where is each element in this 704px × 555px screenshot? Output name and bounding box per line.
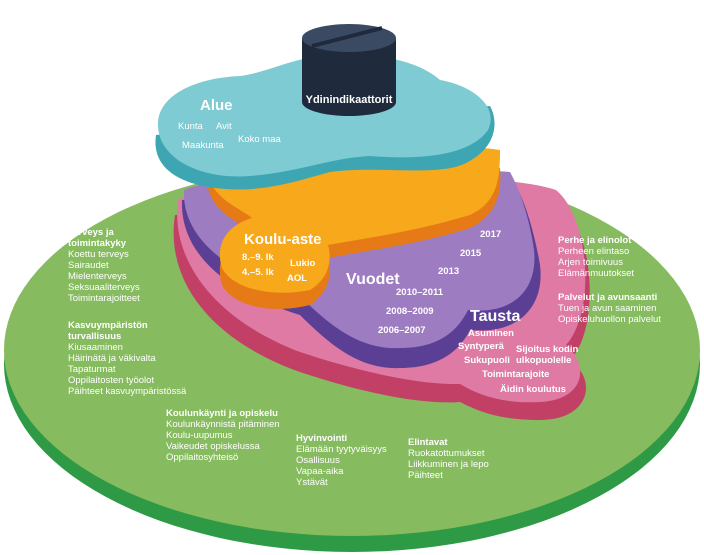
green-group-item: Liikkuminen ja lepo [408,459,489,470]
green-group-item: Sairaudet [68,260,109,271]
alue-layer-top [157,54,491,177]
vuodet-item-2008-2009: 2008–2009 [386,306,434,317]
green-group-item: Arjen toimivuus [558,257,623,268]
green-group-item: Vaikeudet opiskelussa [166,441,261,452]
kouluaste-item-8-9: 8.–9. lk [242,252,274,263]
tausta-item-toimintarajoite: Toimintarajoite [482,369,549,380]
green-group-title: Kasvuympäristön [68,320,148,331]
green-group-item: Opiskeluhuollon palvelut [558,314,661,325]
green-group-item: Ruokatottumukset [408,448,485,459]
green-group-item: Perheen elintaso [558,246,629,257]
green-group-item: Seksuaaliterveys [68,282,140,293]
tausta-item-sijoitus: Sijoitus kodin ulkopuolelle [516,344,581,366]
green-group-title: turvallisuus [68,331,121,342]
tausta-item-sijoitus-line2: ulkopuolelle [516,355,571,366]
green-group-item: Elämänmuutokset [558,268,634,279]
green-group-item: Elämään tyytyväisyys [296,444,387,455]
tausta-item-sijoitus-line1: Sijoitus kodin [516,344,578,355]
green-group-item: Päihteet [408,470,443,481]
green-group-item: Vapaa-aika [296,466,344,477]
green-group-item: Koulunkäynnistä pitäminen [166,419,280,430]
green-group-item: Koulu-uupumus [166,430,233,441]
vuodet-title: Vuodet [346,271,400,288]
tausta-title: Tausta [470,308,520,325]
alue-item-kunta: Kunta [178,121,204,132]
tausta-item-aidin-koulutus: Äidin koulutus [500,384,566,395]
alue-item-avit: Avit [216,121,232,132]
green-group-title: Terveys ja [68,227,114,238]
green-group-2: KasvuympäristönturvallisuusKiusaaminenHä… [68,320,187,397]
green-group-item: Häirinätä ja väkivalta [68,353,156,364]
vuodet-item-2013: 2013 [438,266,459,277]
green-group-item: Koettu terveys [68,249,129,260]
alue-item-maakunta: Maakunta [182,140,224,151]
database-icon [302,24,396,116]
green-group-item: Mielenterveys [68,271,127,282]
kouluaste-item-lukio: Lukio [290,258,316,269]
vuodet-item-2017: 2017 [480,229,501,240]
green-group-item: Kiusaaminen [68,342,123,353]
vuodet-item-2006-2007: 2006–2007 [378,325,426,336]
green-group-item: Tapaturmat [68,364,116,375]
alue-title: Alue [200,97,233,114]
green-group-3: Koulunkäynti ja opiskeluKoulunkäynnistä … [166,408,280,463]
green-group-item: Oppilaitosten työolot [68,375,154,386]
tausta-item-asuminen: Asuminen [468,328,514,339]
green-group-title: Perhe ja elinolot [558,235,632,246]
alue-item-koko-maa: Koko maa [238,134,281,145]
green-group-item: Toimintarajoitteet [68,293,140,304]
green-group-item: Oppilaitosyhteisö [166,452,238,463]
green-group-title: toimintakyky [68,238,127,249]
vuodet-item-2010-2011: 2010–2011 [396,287,444,298]
tausta-item-syntypera: Syntyperä [458,341,505,352]
vuodet-item-2015: 2015 [460,248,482,259]
kouluaste-item-4-5: 4.–5. lk [242,267,274,278]
green-group-title: Koulunkäynti ja opiskelu [166,408,278,419]
green-group-item: Päihteet kasvuympäristössä [68,386,187,397]
green-group-title: Palvelut ja avunsaanti [558,292,657,303]
database-label: Ydinindikaattorit [306,94,393,106]
green-group-title: Elintavat [408,437,448,448]
green-group-item: Tuen ja avun saaminen [558,303,656,314]
green-group-title: Hyvinvointi [296,433,347,444]
green-group-item: Osallisuus [296,455,340,466]
green-group-item: Ystävät [296,477,328,488]
tausta-item-sukupuoli: Sukupuoli [464,355,510,366]
kouluaste-item-aol: AOL [287,273,307,284]
kouluaste-title: Koulu-aste [244,231,322,248]
